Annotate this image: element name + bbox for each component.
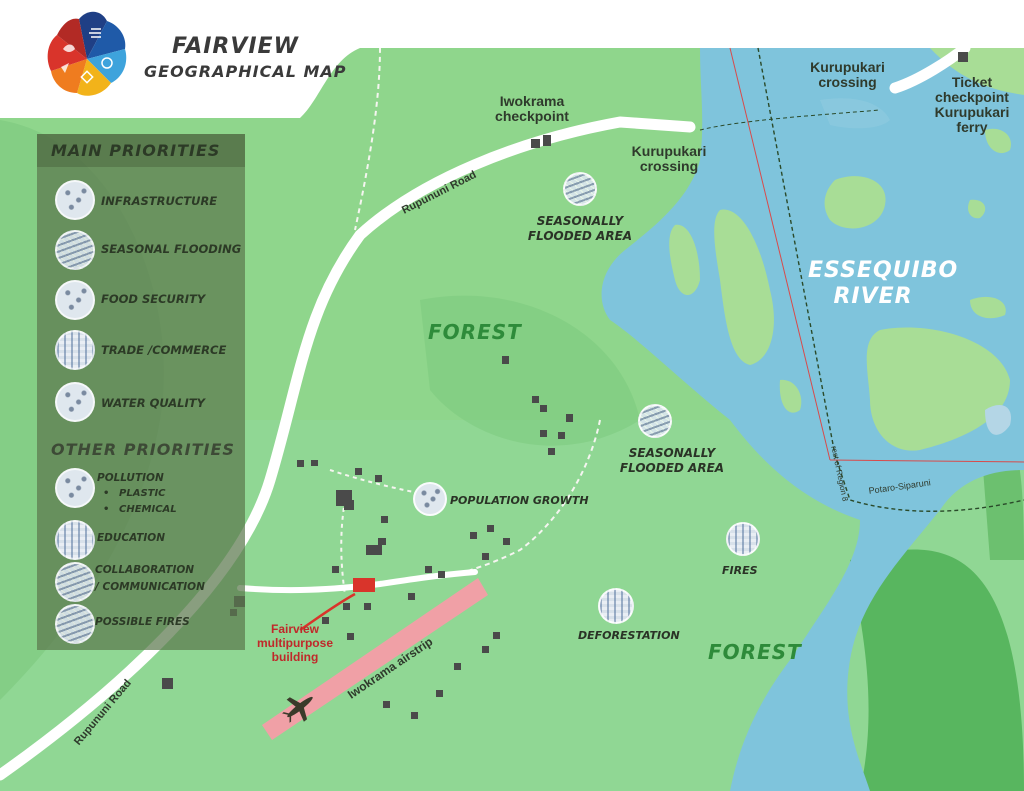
- boundary-line: [729, 47, 831, 461]
- pollution-icon: [55, 468, 95, 508]
- water-quality-icon: [55, 382, 95, 422]
- legend-item-food-security: FOOD SECURITY: [101, 292, 206, 306]
- possible-fires-icon: [55, 604, 95, 644]
- deforestation-icon: [598, 588, 634, 624]
- forest-label-2: FOREST: [708, 640, 802, 664]
- education-icon: [55, 520, 95, 560]
- plane-icon: [282, 696, 313, 723]
- deforestation-label: DEFORESTATION: [578, 629, 680, 642]
- fires-icon: [726, 522, 760, 556]
- seasonally-flooded-area-label: SEASONALLY FLOODED AREA: [527, 214, 633, 243]
- fires-label: FIRES: [722, 564, 758, 577]
- iwokrama-checkpoint-label: Iwokrama checkpoint: [495, 93, 569, 124]
- river-island: [866, 327, 1010, 451]
- flood-icon: [638, 404, 672, 438]
- population-icon: [413, 482, 447, 516]
- legend-item-collaboration: COLLABORATION: [95, 564, 195, 576]
- kurupukari-crossing-north-label: Kurupukari crossing: [810, 59, 885, 90]
- trail: [454, 419, 601, 576]
- region-boundary: [757, 47, 1024, 512]
- essequibo-river: [601, 48, 1024, 791]
- fairview-building-marker: [353, 578, 375, 592]
- iwokrama-airstrip: [262, 578, 488, 740]
- seasonal-flooding-icon: [55, 230, 95, 270]
- seasonally-flooded-area-label-2: SEASONALLY FLOODED AREA: [619, 446, 725, 475]
- fairview-logo: [47, 11, 127, 96]
- river-island: [714, 209, 774, 365]
- legend-item-education: EDUCATION: [97, 532, 166, 544]
- ticket-checkpoint-label: Ticket checkpoint Kurupukari ferry: [934, 74, 1010, 135]
- legend-item-pollution: POLLUTION: [97, 472, 164, 484]
- title-block: FAIRVIEW GEOGRAPHICAL MAP: [0, 0, 370, 118]
- collaboration-icon: [55, 562, 95, 602]
- legend-panel: MAIN PRIORITIES INFRASTRUCTURE SEASONAL …: [37, 134, 245, 650]
- food-security-icon: [55, 280, 95, 320]
- legend-item-communication: / COMMUNICATION: [95, 581, 205, 593]
- legend-item-infrastructure: INFRASTRUCTURE: [101, 194, 218, 208]
- legend-other-title: OTHER PRIORITIES: [51, 440, 235, 459]
- header-band: [0, 0, 1024, 118]
- legend-item-trade: TRADE /COMMERCE: [101, 343, 227, 357]
- trail: [354, 47, 381, 231]
- legend-item-water-quality: WATER QUALITY: [101, 396, 205, 410]
- kurupukari-crossing-label: Kurupukari crossing: [631, 143, 707, 174]
- ferry-road: [889, 42, 971, 94]
- fairview-building-label: Fairview multipurpose building: [256, 622, 333, 664]
- legend-item-seasonal-flooding: SEASONAL FLOODING: [101, 242, 242, 256]
- trade-icon: [55, 330, 95, 370]
- map-subtitle: GEOGRAPHICAL MAP: [144, 62, 347, 81]
- population-growth-label: POPULATION GROWTH: [450, 494, 589, 507]
- legend-item-possible-fires: POSSIBLE FIRES: [95, 616, 190, 628]
- legend-sub-chemical: CHEMICAL: [119, 504, 177, 515]
- river-island: [824, 176, 886, 229]
- infrastructure-icon: [55, 180, 95, 220]
- map-title: FAIRVIEW: [172, 34, 299, 59]
- essequibo-river-label: ESSEQUIBO RIVER: [808, 258, 959, 309]
- building-pointer: [299, 592, 356, 632]
- dark-forest-east: [850, 549, 1024, 791]
- flood-icon: [563, 172, 597, 206]
- legend-main-title: MAIN PRIORITIES: [51, 141, 221, 160]
- legend-sub-plastic: PLASTIC: [119, 488, 166, 499]
- forest-label: FOREST: [428, 320, 522, 344]
